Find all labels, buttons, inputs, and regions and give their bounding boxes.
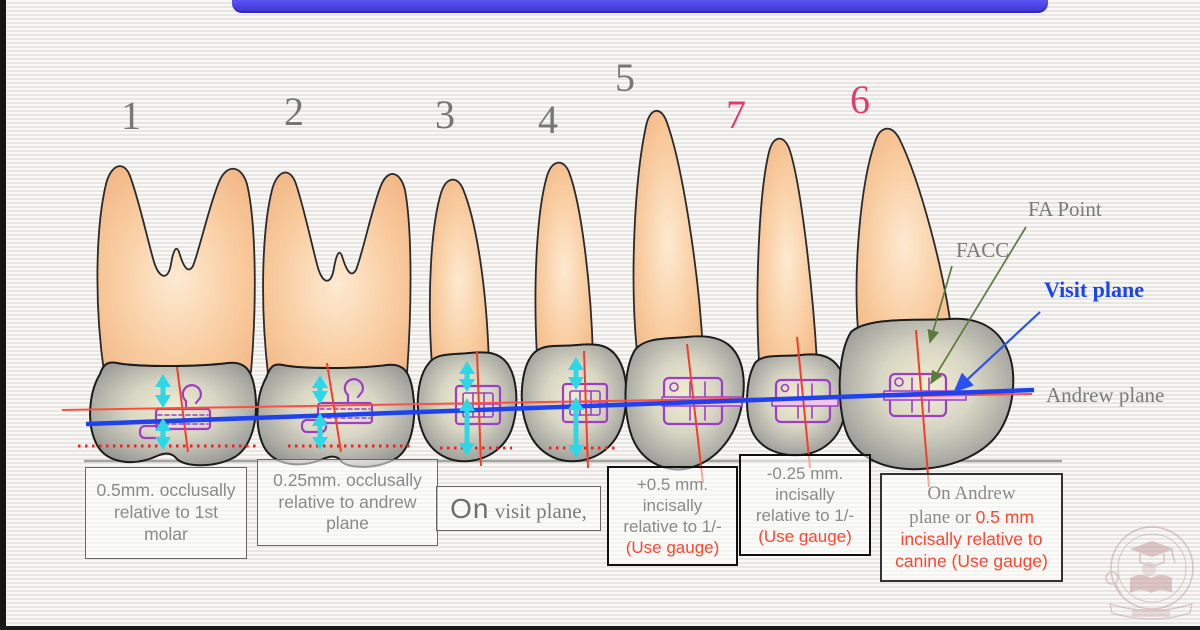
note-box-second-premolar: -0.25 mm. incisally relative to 1/- (Use…	[739, 454, 871, 556]
note-line: relative to 1/-	[755, 506, 855, 525]
note-line: incisally	[775, 484, 835, 504]
note-line: -0.25 mm.	[766, 463, 844, 483]
andrew-plane-label: Andrew plane	[1046, 383, 1165, 407]
note-line: 0.25mm. occlusally	[273, 469, 422, 490]
note-line: relative to andrew	[278, 491, 417, 512]
note-line: +0.5 mm.	[636, 474, 709, 494]
fa-point-pointer	[930, 226, 1027, 385]
note-accent-line: (Use gauge)	[758, 527, 852, 547]
note-line: 0.5mm. occlusally	[96, 480, 236, 501]
note-line: On Andrew	[927, 482, 1016, 504]
tooth-central-incisor	[838, 127, 1015, 471]
note-line: On visit plane,	[440, 491, 597, 526]
fa-point-label: FA Point	[1028, 197, 1102, 221]
sequence-number-1: 1	[121, 93, 141, 138]
sequence-number-5: 5	[615, 55, 635, 100]
measurement-arrows	[155, 357, 584, 458]
note-box-first-premolar: +0.5 mm. incisally relative to 1/- (Use …	[607, 466, 738, 566]
facc-lines	[176, 329, 930, 488]
tooth-premolar-2	[520, 161, 628, 463]
note-prefix: On	[450, 493, 490, 524]
sequence-number-7: 7	[726, 92, 746, 137]
note-line: plane or 0.5 mm	[885, 506, 1058, 530]
visit-plane-label: Visit plane	[1044, 277, 1145, 302]
note-line: incisally relative to	[900, 529, 1043, 550]
note-accent-line: (Use gauge)	[625, 538, 720, 558]
note-line: relative to 1/-	[623, 517, 722, 536]
tooth-canine	[624, 110, 745, 471]
visit-plane-pointer	[953, 311, 1041, 393]
sequence-number-3: 3	[435, 92, 455, 137]
facc-label: FACC	[956, 238, 1010, 262]
tooth-molar-1	[89, 165, 257, 467]
sequence-number-6: 6	[850, 77, 870, 122]
note-box-visit-plane: On visit plane,	[436, 486, 601, 531]
note-box-first-molar: 0.5mm. occlusally relative to 1st molar	[85, 467, 247, 559]
note-line: incisally	[642, 495, 703, 515]
note-line: relative to 1st	[113, 502, 219, 523]
note-box-second-molar: 0.25mm. occlusally relative to andrew pl…	[257, 459, 438, 546]
sequence-number-4: 4	[538, 97, 558, 142]
visit-plane-line	[85, 387, 1035, 427]
tooth-lateral-incisor	[745, 137, 848, 457]
note-line: plane	[326, 513, 369, 534]
top-bar	[232, 0, 1048, 13]
arrow-tooth-1	[155, 374, 171, 450]
frame-left-edge	[0, 0, 6, 630]
annotation-pointers	[927, 226, 1041, 393]
note-accent-part: 0.5 mm	[975, 506, 1034, 527]
institute-logo	[1105, 526, 1194, 620]
note-box-incisors: On Andrew plane or 0.5 mm incisally rela…	[880, 473, 1063, 582]
note-serif-part: plane or	[909, 506, 976, 528]
facc-pointer	[927, 265, 953, 344]
frame-bottom-edge	[0, 626, 1200, 630]
note-rest: visit plane,	[489, 499, 587, 523]
arrow-tooth-3	[459, 361, 475, 456]
arrow-tooth-4	[568, 357, 584, 458]
arrow-tooth-2	[312, 375, 328, 450]
sequence-number-2: 2	[284, 89, 304, 134]
note-line: molar	[144, 523, 188, 544]
note-line: canine (Use gauge)	[895, 551, 1048, 572]
red-dotted-guides	[78, 444, 616, 450]
